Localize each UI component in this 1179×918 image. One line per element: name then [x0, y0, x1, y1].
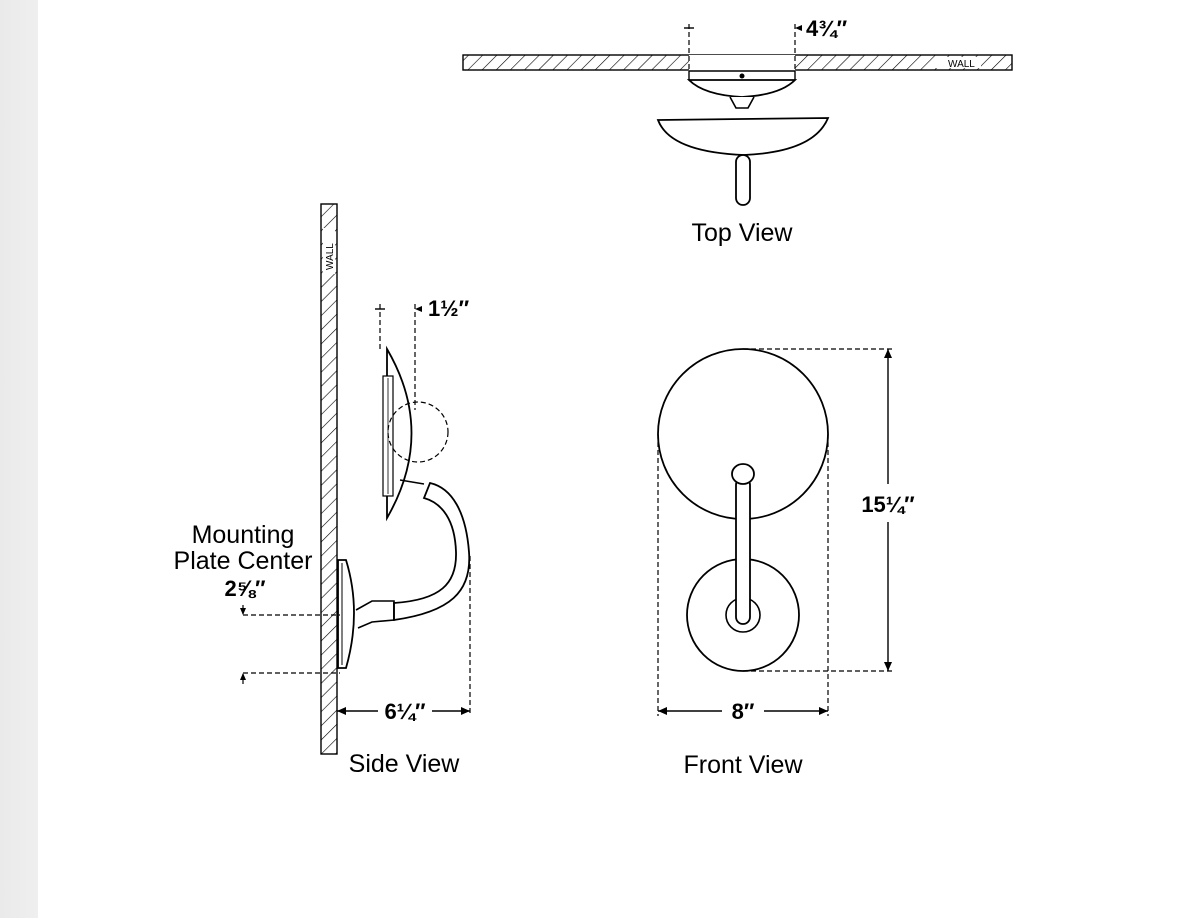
- side-shade-depth-dim: 1½″: [428, 296, 470, 321]
- top-shade: [656, 117, 830, 156]
- side-wall: [320, 203, 338, 755]
- top-wall-label: WALL: [948, 59, 975, 70]
- front-view-caption: Front View: [683, 751, 803, 779]
- side-view-caption: Side View: [349, 750, 461, 778]
- mounting-label-line1: Mounting: [192, 521, 295, 549]
- side-extension-dim: 6¼″: [384, 699, 426, 724]
- front-height-dim: 15¼″: [861, 492, 915, 517]
- top-depth-dim: 4¾″: [806, 16, 848, 41]
- side-arm: [393, 481, 471, 622]
- mounting-dim: 2⅝″: [224, 576, 266, 601]
- side-backplate: [337, 559, 355, 669]
- top-view: WALL 4¾″ Top View: [462, 16, 1013, 247]
- mounting-label-line2: Plate Center: [174, 547, 313, 575]
- top-stem: [735, 154, 751, 206]
- front-arm: [735, 477, 751, 625]
- side-view: WALL 1½″ 6¼″ Mounting: [174, 203, 471, 778]
- left-margin-strip: [0, 0, 38, 918]
- top-view-caption: Top View: [692, 219, 794, 247]
- front-view: 8″ 15¼″ Front View: [657, 348, 915, 779]
- side-wall-label: WALL: [325, 243, 336, 270]
- top-canopy: [686, 79, 798, 98]
- front-width-dim: 8″: [732, 699, 755, 724]
